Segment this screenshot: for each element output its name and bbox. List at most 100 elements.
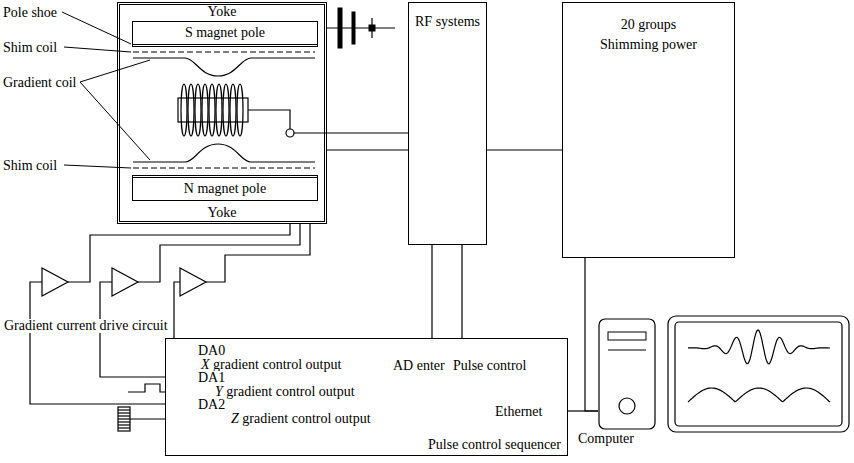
monitor: [688, 330, 830, 364]
rf-coil: [209, 84, 215, 136]
shim-power-box: 20 groups Shimming power: [562, 2, 735, 258]
label-holder: Gradient current drive circuit: [3, 318, 169, 334]
label-holder: Pulse control: [452, 358, 528, 374]
label-holder: Y gradient control output: [214, 384, 356, 400]
rf-coil: [286, 129, 294, 137]
magnet-pole: S magnet pole: [132, 21, 318, 47]
computer-tower-outline: [608, 332, 646, 340]
magnet-pole: N magnet pole: [132, 175, 318, 201]
monitor: [668, 316, 849, 432]
signal-wire: [327, 132, 408, 133]
part-label: Shim coil: [2, 159, 58, 173]
leader-line: [80, 82, 150, 160]
monitor: [668, 316, 849, 432]
monitor: [688, 388, 830, 402]
gradient-wire: [68, 224, 290, 282]
z-signal-symbol: [118, 415, 130, 416]
rf-coil: [181, 84, 187, 136]
rf-coil: [188, 84, 194, 136]
z-signal-symbol: [118, 407, 130, 431]
pin-name: DA1: [197, 371, 226, 385]
node-text: N magnet pole: [184, 182, 266, 196]
antenna-symbol: [327, 8, 395, 48]
part-label: Gradient coil: [2, 76, 77, 90]
computer-tower-outline: [608, 350, 646, 351]
rf-coil: [178, 84, 327, 137]
antenna-symbol: [338, 8, 342, 48]
label-holder: DA2: [197, 397, 226, 413]
label-holder: Shim coil: [2, 158, 58, 174]
rf-coil: [223, 84, 229, 136]
port-name: Ethernet: [494, 405, 543, 419]
port-name: AD enter: [392, 359, 446, 373]
node-text: Yoke: [208, 5, 237, 19]
label-holder: Gradient coil: [2, 75, 77, 91]
part-label: Shim coil: [2, 41, 58, 55]
signal-name: Y gradient control output: [214, 385, 356, 399]
label-holder: AD enter: [392, 358, 446, 374]
part-label: Pole shoe: [2, 6, 58, 20]
z-signal-symbol: [118, 418, 130, 419]
magnet-housing: YokeYokeS magnet poleN magnet pole: [117, 2, 327, 224]
shim-coil: [133, 51, 315, 52]
signal-name: X gradient control output: [200, 358, 342, 372]
rf-coil: [181, 84, 243, 136]
node-text: Yoke: [208, 206, 237, 220]
rf-coil: [195, 84, 201, 136]
signal-wire: [461, 245, 462, 338]
gradient-wire: [138, 224, 300, 282]
gradient-amplifier: [112, 268, 138, 296]
shim-coil: [133, 52, 315, 168]
leader-line: [80, 60, 150, 82]
gradient-wire: [30, 282, 185, 404]
gradient-amplifier: [42, 268, 68, 296]
antenna-symbol: [327, 27, 395, 28]
node-text: Computer: [578, 432, 634, 446]
gradient-coil: [133, 144, 315, 162]
rf-coil: [237, 84, 243, 136]
rf-coil: [248, 110, 290, 129]
shim-coil: [133, 167, 315, 168]
node-text: Pulse control sequencer: [428, 438, 561, 452]
leader-line: [64, 165, 131, 168]
computer-tower-outline: [619, 398, 635, 414]
label-holder: Shim coil: [2, 40, 58, 56]
node-text: S magnet pole: [185, 26, 265, 40]
gradient-wire: [206, 224, 310, 282]
signal-name: Z gradient control output: [230, 412, 372, 426]
label-holder: Pole shoe: [2, 5, 58, 21]
gradient-coil: [133, 58, 315, 162]
z-signal-symbol: [118, 409, 130, 410]
rf-coil: [202, 84, 208, 136]
signal-wire: [431, 245, 432, 338]
computer-tower-outline: [599, 319, 655, 429]
rf-coil: [230, 84, 236, 136]
rf-coil: [216, 84, 222, 136]
z-signal-symbol: [118, 424, 130, 425]
part-label: Gradient current drive circuit: [3, 319, 169, 333]
rf-system-box: RF systems: [408, 2, 487, 245]
node-text: 20 groups Shimming power: [593, 15, 705, 56]
label-holder: Ethernet: [494, 404, 543, 420]
z-signal-symbol: [118, 412, 130, 413]
computer-tower: Computer: [598, 318, 656, 430]
signal-wire: [585, 258, 598, 411]
gradient-amplifier: [180, 268, 206, 296]
leader-line: [62, 12, 131, 44]
antenna-symbol: [369, 25, 375, 31]
monitor: [688, 330, 830, 402]
node-text: RF systems: [415, 15, 480, 29]
rf-coil: [294, 132, 327, 133]
label-holder: Z gradient control output: [230, 411, 372, 427]
gradient-coil: [133, 58, 315, 76]
z-signal-symbol: [118, 427, 130, 428]
z-signal-symbol: [118, 421, 130, 422]
antenna-symbol: [352, 12, 355, 44]
leader-line: [64, 47, 131, 52]
gradient-amplifier: [42, 268, 206, 296]
pin-name: DA0: [197, 344, 226, 358]
pin-name: DA2: [197, 398, 226, 412]
monitor: [675, 322, 842, 426]
z-signal-symbol: [118, 410, 130, 428]
computer-tower-outline: [598, 318, 656, 430]
